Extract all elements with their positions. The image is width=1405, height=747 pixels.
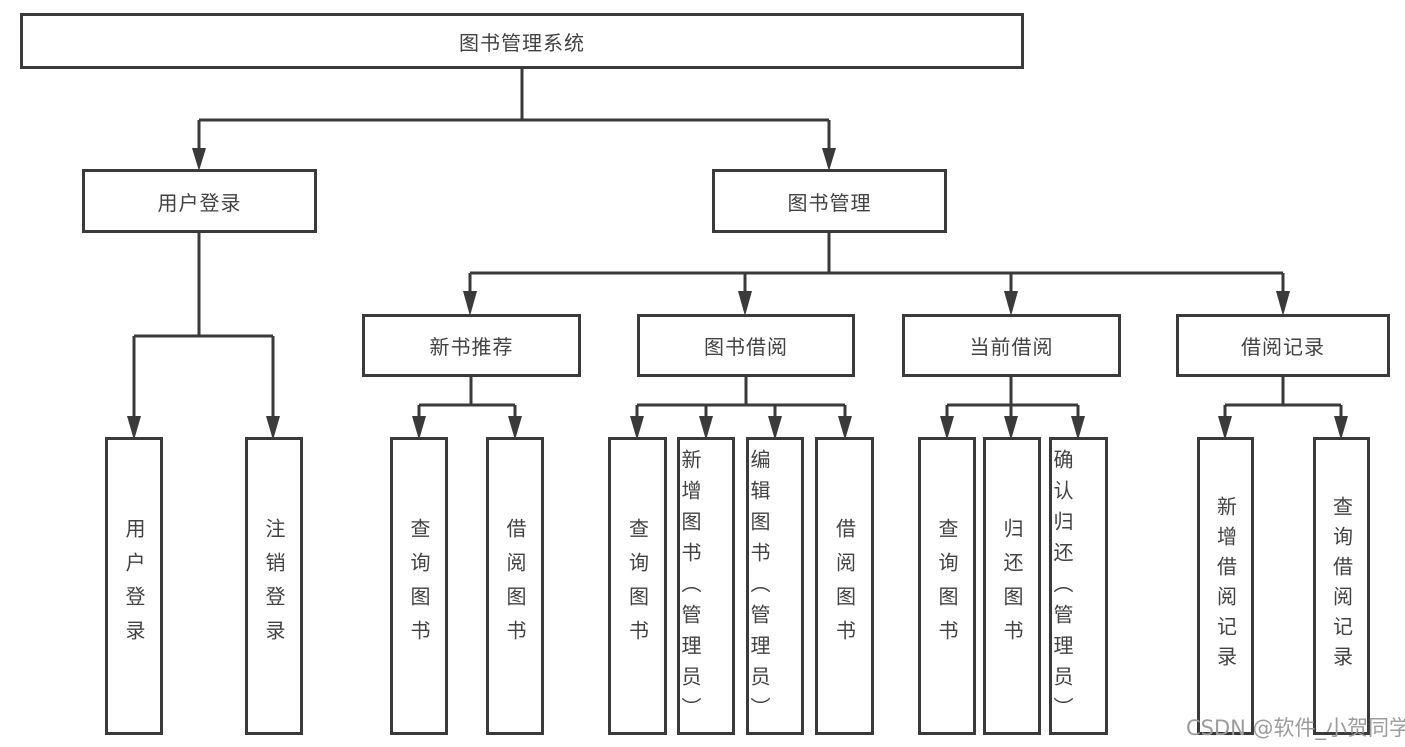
node-new-book-recommend-label: 新书推荐 xyxy=(429,335,514,359)
leaf-query-borrow-record-label: 查询借阅记录 xyxy=(1329,496,1354,676)
arrow-down-icon xyxy=(412,416,426,440)
node-book-borrow: 图书借阅 xyxy=(637,314,855,377)
arrowheads-new-book xyxy=(412,416,522,440)
edge-book-management-to-level3 xyxy=(468,233,1285,293)
leaf-add-borrow-record-label: 新增借阅记录 xyxy=(1213,496,1238,676)
leaf-return-book-label: 归还图书 xyxy=(1000,518,1024,654)
leaf-logout: 注销登录 xyxy=(245,437,303,735)
leaf-logout-label: 注销登录 xyxy=(262,518,286,654)
leaf-add-book-admin-label: 新增图书（管理员） xyxy=(678,448,702,728)
arrowheads-current-borrow xyxy=(940,416,1085,440)
leaf-query-borrow-record: 查询借阅记录 xyxy=(1313,437,1370,735)
arrow-down-icon xyxy=(127,416,141,440)
edge-current-borrow-to-leaves xyxy=(945,377,1080,418)
leaf-query-book-3-label: 查询图书 xyxy=(935,518,959,654)
leaf-add-borrow-record: 新增借阅记录 xyxy=(1197,437,1254,735)
leaf-return-book: 归还图书 xyxy=(983,437,1041,735)
leaf-user-login-label: 用户登录 xyxy=(122,518,146,654)
leaf-user-login: 用户登录 xyxy=(105,437,163,735)
leaf-confirm-return-admin-label: 确认归还（管理员） xyxy=(1050,448,1074,728)
node-borrow-record: 借阅记录 xyxy=(1176,314,1390,377)
arrow-down-icon xyxy=(1004,291,1018,316)
leaf-confirm-return-admin: 确认归还（管理员） xyxy=(1049,437,1108,735)
arrow-down-icon xyxy=(768,416,782,440)
node-library-system: 图书管理系统 xyxy=(20,13,1024,69)
leaf-query-book-1: 查询图书 xyxy=(390,437,448,735)
leaf-query-book-1-label: 查询图书 xyxy=(407,518,431,654)
leaf-borrow-book-1-label: 借阅图书 xyxy=(503,518,527,654)
node-book-management-label: 图书管理 xyxy=(787,190,872,215)
arrowheads-level2 xyxy=(192,148,836,171)
node-borrow-record-label: 借阅记录 xyxy=(1241,335,1325,359)
arrowheads-borrow-record xyxy=(1218,416,1348,440)
leaf-borrow-book-2: 借阅图书 xyxy=(815,437,874,735)
node-new-book-recommend: 新书推荐 xyxy=(362,314,581,377)
node-user-login: 用户登录 xyxy=(82,169,317,233)
arrow-down-icon xyxy=(1071,416,1085,440)
arrow-down-icon xyxy=(266,416,280,440)
edge-book-borrow-to-leaves xyxy=(635,377,847,418)
arrow-down-icon xyxy=(699,416,713,440)
edge-root-to-level2 xyxy=(197,69,831,150)
arrow-down-icon xyxy=(192,148,206,171)
node-book-borrow-label: 图书借阅 xyxy=(704,335,788,359)
leaf-borrow-book-2-label: 借阅图书 xyxy=(832,518,857,654)
arrow-down-icon xyxy=(738,291,752,316)
watermark: CSDN @软件_小贺同学 xyxy=(1186,716,1405,740)
node-user-login-label: 用户登录 xyxy=(157,190,242,215)
arrowheads-level3 xyxy=(463,291,1290,316)
leaf-add-book-admin: 新增图书（管理员） xyxy=(677,437,735,735)
arrowheads-user-login xyxy=(127,416,280,440)
node-book-management: 图书管理 xyxy=(712,169,947,233)
arrow-down-icon xyxy=(838,416,852,440)
node-library-system-label: 图书管理系统 xyxy=(459,30,585,55)
leaf-edit-book-admin-label: 编辑图书（管理员） xyxy=(747,448,771,728)
leaf-query-book-2: 查询图书 xyxy=(608,437,667,735)
arrow-down-icon xyxy=(630,416,644,440)
arrow-down-icon xyxy=(940,416,954,440)
edge-user-login-to-leaves xyxy=(132,233,275,418)
leaf-borrow-book-1: 借阅图书 xyxy=(486,437,544,735)
edge-new-book-to-leaves xyxy=(417,377,517,418)
leaf-edit-book-admin: 编辑图书（管理员） xyxy=(746,437,804,735)
node-current-borrow-label: 当前借阅 xyxy=(969,335,1054,359)
arrow-down-icon xyxy=(1004,416,1018,440)
arrow-down-icon xyxy=(463,291,477,316)
arrowheads-book-borrow xyxy=(630,416,852,440)
leaf-query-book-2-label: 查询图书 xyxy=(625,518,650,654)
leaf-query-book-3: 查询图书 xyxy=(918,437,976,735)
arrow-down-icon xyxy=(1334,416,1348,440)
arrow-down-icon xyxy=(822,148,836,171)
edge-borrow-record-to-leaves xyxy=(1223,377,1343,418)
arrow-down-icon xyxy=(508,416,522,440)
arrow-down-icon xyxy=(1218,416,1232,440)
node-current-borrow: 当前借阅 xyxy=(902,314,1121,377)
arrow-down-icon xyxy=(1276,291,1290,316)
